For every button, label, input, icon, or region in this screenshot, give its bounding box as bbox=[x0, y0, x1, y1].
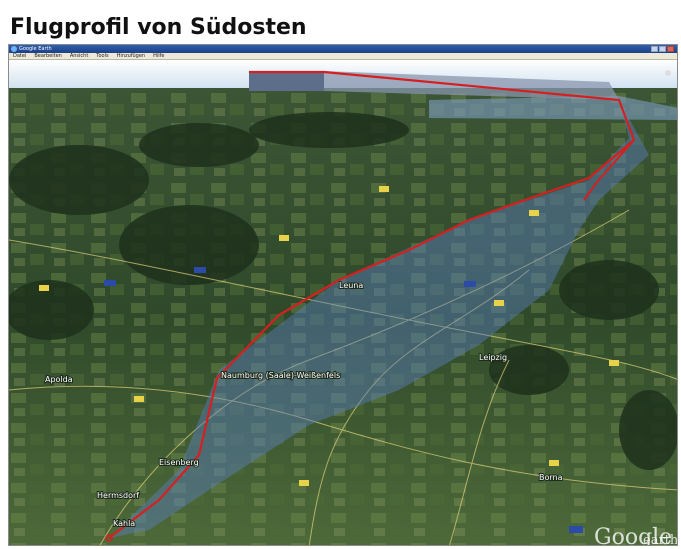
town-label: Leuna bbox=[339, 281, 363, 290]
compass-icon[interactable] bbox=[665, 70, 671, 76]
airspace-corridor bbox=[109, 100, 649, 538]
watermark-logo-product: earth bbox=[643, 533, 678, 546]
menu-item-help[interactable]: Hilfe bbox=[153, 52, 165, 59]
airspace-extrusion bbox=[249, 71, 324, 91]
menu-item-edit[interactable]: Bearbeiten bbox=[34, 52, 62, 59]
town-label: Borna bbox=[539, 473, 563, 482]
town-labels: Apolda Naumburg (Saale)-Weißenfels Eisen… bbox=[44, 280, 564, 529]
watermark-logo: Google bbox=[594, 525, 672, 546]
distant-lake bbox=[429, 96, 677, 120]
menu-item-add[interactable]: Hinzufügen bbox=[116, 52, 146, 59]
close-button[interactable] bbox=[667, 46, 674, 52]
forest-patches bbox=[9, 112, 677, 470]
flight-path bbox=[108, 70, 636, 539]
globe-icon bbox=[11, 46, 17, 52]
town-label: Naumburg (Saale)-Weißenfels bbox=[221, 371, 340, 380]
menu-item-view[interactable]: Ansicht bbox=[69, 52, 89, 59]
flight-path-return bbox=[583, 139, 635, 201]
earth-map-canvas[interactable]: Apolda Naumburg (Saale)-Weißenfels Eisen… bbox=[9, 60, 678, 546]
menu-bar: Datei Bearbeiten Ansicht Tools Hinzufüge… bbox=[9, 53, 677, 60]
page-title: Flugprofil von Südosten bbox=[10, 15, 307, 40]
town-label: Kahla bbox=[113, 519, 135, 528]
google-earth-window: Google Earth Datei Bearbeiten Ansicht To… bbox=[8, 44, 678, 546]
menu-item-tools[interactable]: Tools bbox=[96, 52, 109, 59]
town-label: Eisenberg bbox=[159, 458, 199, 467]
start-marker-icon bbox=[105, 534, 113, 542]
town-label: Leipzig bbox=[479, 353, 507, 362]
town-label: Apolda bbox=[45, 375, 73, 384]
window-titlebar[interactable]: Google Earth bbox=[9, 45, 677, 53]
window-controls bbox=[651, 46, 674, 52]
earth-3d-view[interactable]: Apolda Naumburg (Saale)-Weißenfels Eisen… bbox=[9, 60, 678, 546]
menu-item-file[interactable]: Datei bbox=[13, 52, 27, 59]
minimize-button[interactable] bbox=[651, 46, 658, 52]
window-title: Google Earth bbox=[19, 46, 52, 52]
town-label: Hermsdorf bbox=[97, 491, 139, 500]
road-markers bbox=[39, 186, 619, 533]
maximize-button[interactable] bbox=[659, 46, 666, 52]
